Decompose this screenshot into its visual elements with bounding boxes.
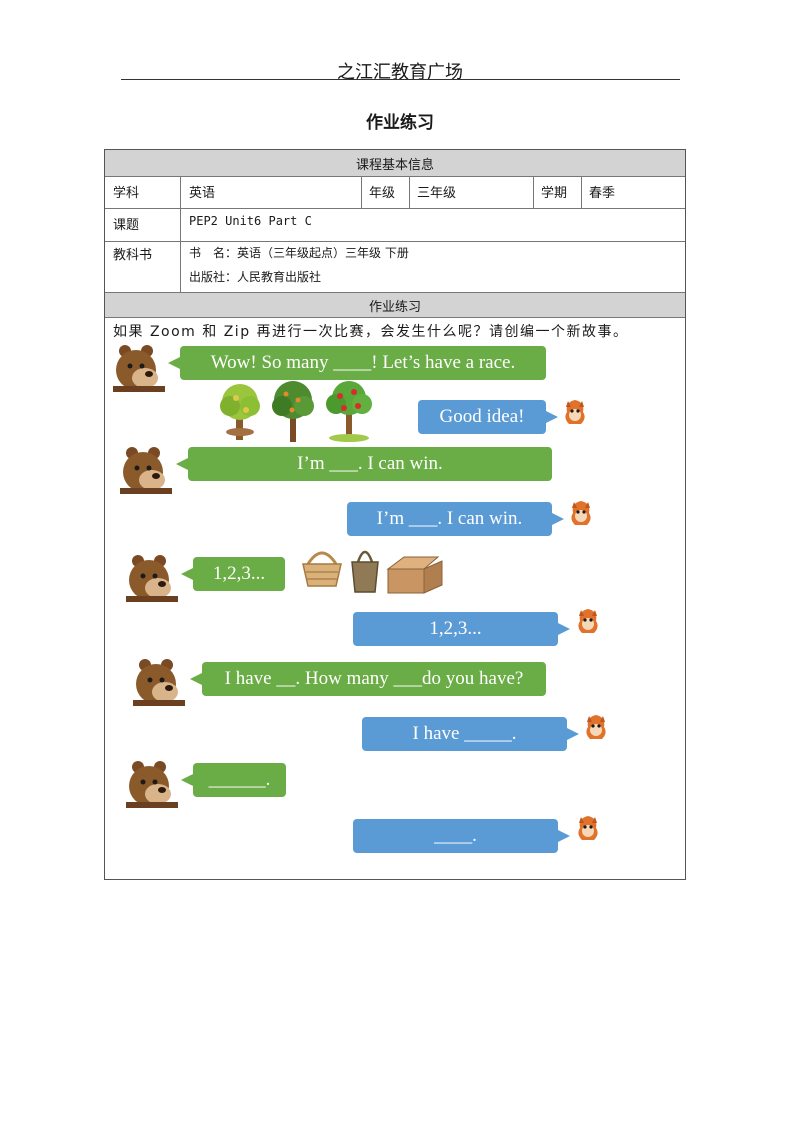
bear-icon: [124, 552, 178, 604]
squirrel-icon: [569, 499, 593, 527]
course-info-band: [105, 150, 685, 176]
textbook-title: 书 名：英语（三年级起点）三年级 下册: [189, 246, 409, 260]
subject-value: 英语: [189, 186, 216, 201]
bear-speech-4: I have __. How many ___do you have?: [190, 662, 546, 696]
tree-icon: [220, 384, 260, 440]
bear-icon: [124, 758, 178, 810]
worksheet-table: 课程基本信息 学科 英语 年级 三年级 学期 春季 课题 PEP2 Unit6 …: [104, 149, 686, 880]
squirrel-icon: [584, 713, 608, 741]
bear-icon: [131, 656, 185, 708]
bear-speech-1: Wow! So many ____! Let’s have a race.: [168, 346, 546, 380]
subject-label: 学科: [113, 186, 140, 201]
squirrel-speech-4: I have _____.: [362, 717, 579, 751]
exercise-prompt: 如果 Zoom 和 Zip 再进行一次比赛，会发生什么呢？请创编一个新故事。: [113, 324, 629, 340]
squirrel-speech-2: I’m ___. I can win.: [347, 502, 564, 536]
bear-speech-5: ______.: [181, 763, 286, 797]
term-value: 春季: [589, 186, 616, 201]
squirrel-icon: [563, 398, 587, 426]
topic-value: PEP2 Unit6 Part C: [189, 214, 312, 228]
exercise-band: [105, 293, 685, 317]
squirrel-icon: [576, 607, 600, 635]
squirrel-speech-3: 1,2,3...: [353, 612, 570, 646]
header-rule: [121, 79, 680, 80]
topic-label: 课题: [113, 218, 140, 233]
grade-label: 年级: [369, 186, 396, 201]
exercise-label: 作业练习: [368, 300, 421, 315]
squirrel-speech-1: Good idea!: [418, 400, 558, 434]
box-icon: [386, 556, 443, 594]
tree-icon: [326, 381, 372, 442]
bear-icon: [111, 342, 165, 394]
basket-icon: [302, 551, 342, 587]
textbook-label: 教科书: [113, 248, 153, 263]
bear-speech-3: 1,2,3...: [181, 557, 285, 591]
bucket-icon: [351, 550, 379, 593]
squirrel-speech-5: ____.: [353, 819, 570, 853]
bear-icon: [118, 444, 172, 496]
term-label: 学期: [541, 186, 568, 201]
course-info-label: 课程基本信息: [355, 158, 434, 173]
squirrel-icon: [576, 814, 600, 842]
textbook-publisher: 出版社：人民教育出版社: [189, 270, 322, 284]
page-title: 作业练习: [366, 113, 434, 133]
bear-speech-2: I’m ___. I can win.: [176, 447, 552, 481]
grade-value: 三年级: [417, 186, 457, 201]
site-title: 之江汇教育广场: [337, 62, 463, 83]
tree-icon: [272, 381, 314, 442]
